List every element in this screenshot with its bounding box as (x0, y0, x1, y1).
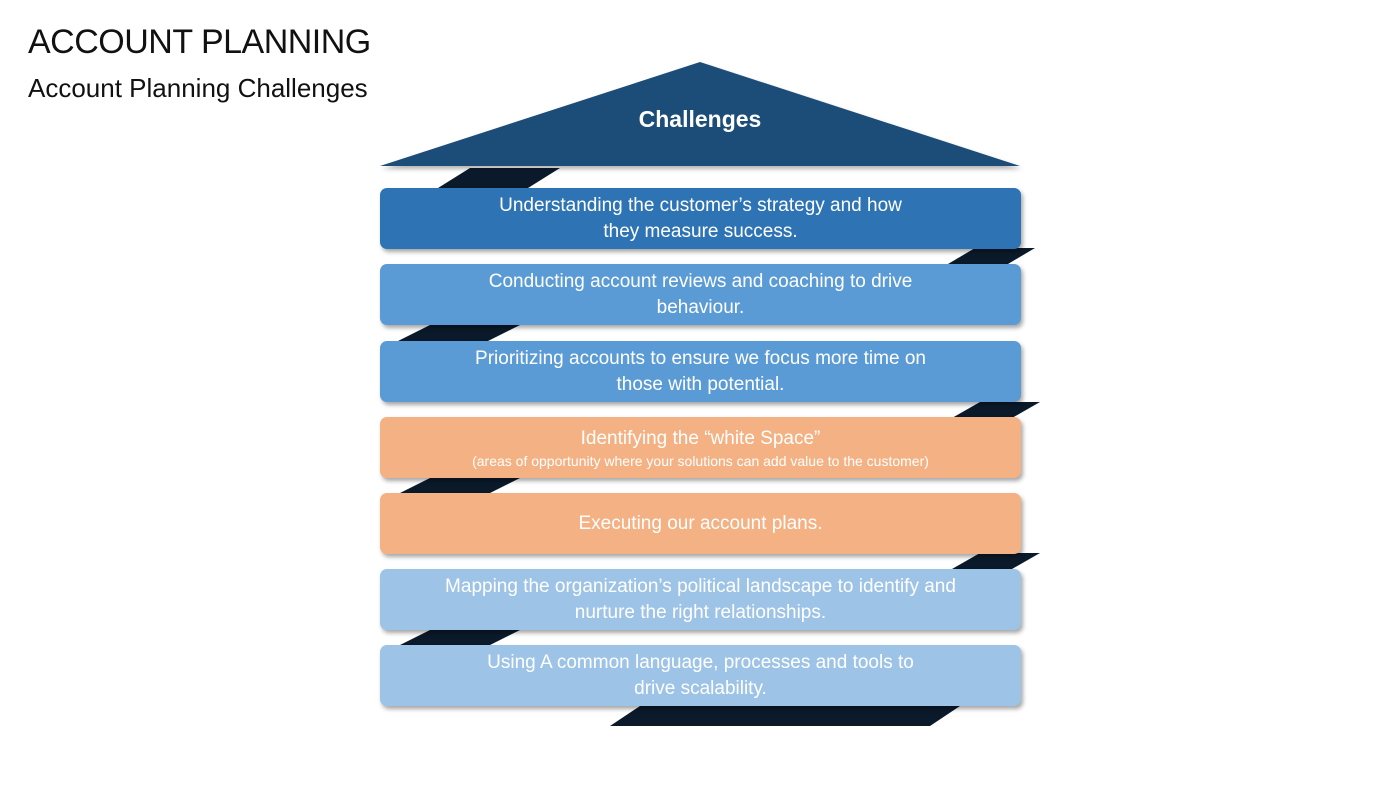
challenge-text: Conducting account reviews and coaching … (488, 270, 913, 318)
page-subtitle: Account Planning Challenges (28, 73, 368, 103)
challenge-text: Prioritizing accounts to ensure we focus… (475, 347, 926, 395)
roof-triangle (380, 62, 1020, 166)
challenge-band-7: Using A common language, processes and t… (380, 645, 1021, 706)
connector-4 (398, 478, 520, 494)
connector-5 (952, 553, 1040, 569)
challenge-band-6: Mapping the organization’s political lan… (380, 569, 1021, 630)
connector-0 (438, 168, 560, 188)
ribbon-connectors (398, 168, 1040, 726)
connector-1 (948, 248, 1035, 264)
connector-7 (610, 706, 960, 726)
challenge-subtext: (areas of opportunity where your solutio… (472, 452, 929, 469)
challenge-band-2: Conducting account reviews and coaching … (380, 264, 1021, 325)
challenge-text: Understanding the customer’s strategy an… (499, 194, 902, 242)
roof-label: Challenges (638, 106, 762, 132)
challenge-text: Using A common language, processes and t… (487, 651, 914, 699)
challenge-band-3: Prioritizing accounts to ensure we focus… (380, 341, 1021, 402)
connector-6 (398, 630, 520, 646)
page-title: ACCOUNT PLANNING (28, 23, 371, 61)
challenge-text: Executing our account plans. (578, 512, 823, 534)
challenge-band-4: Identifying the “white Space” (areas of … (380, 417, 1021, 478)
challenge-text: Identifying the “white Space” (580, 427, 821, 449)
challenge-band-5: Executing our account plans. (380, 493, 1021, 554)
connector-2 (398, 325, 520, 341)
challenge-band-1: Understanding the customer’s strategy an… (380, 188, 1021, 249)
challenge-text: Mapping the organization’s political lan… (445, 575, 956, 623)
connector-3 (952, 402, 1040, 418)
